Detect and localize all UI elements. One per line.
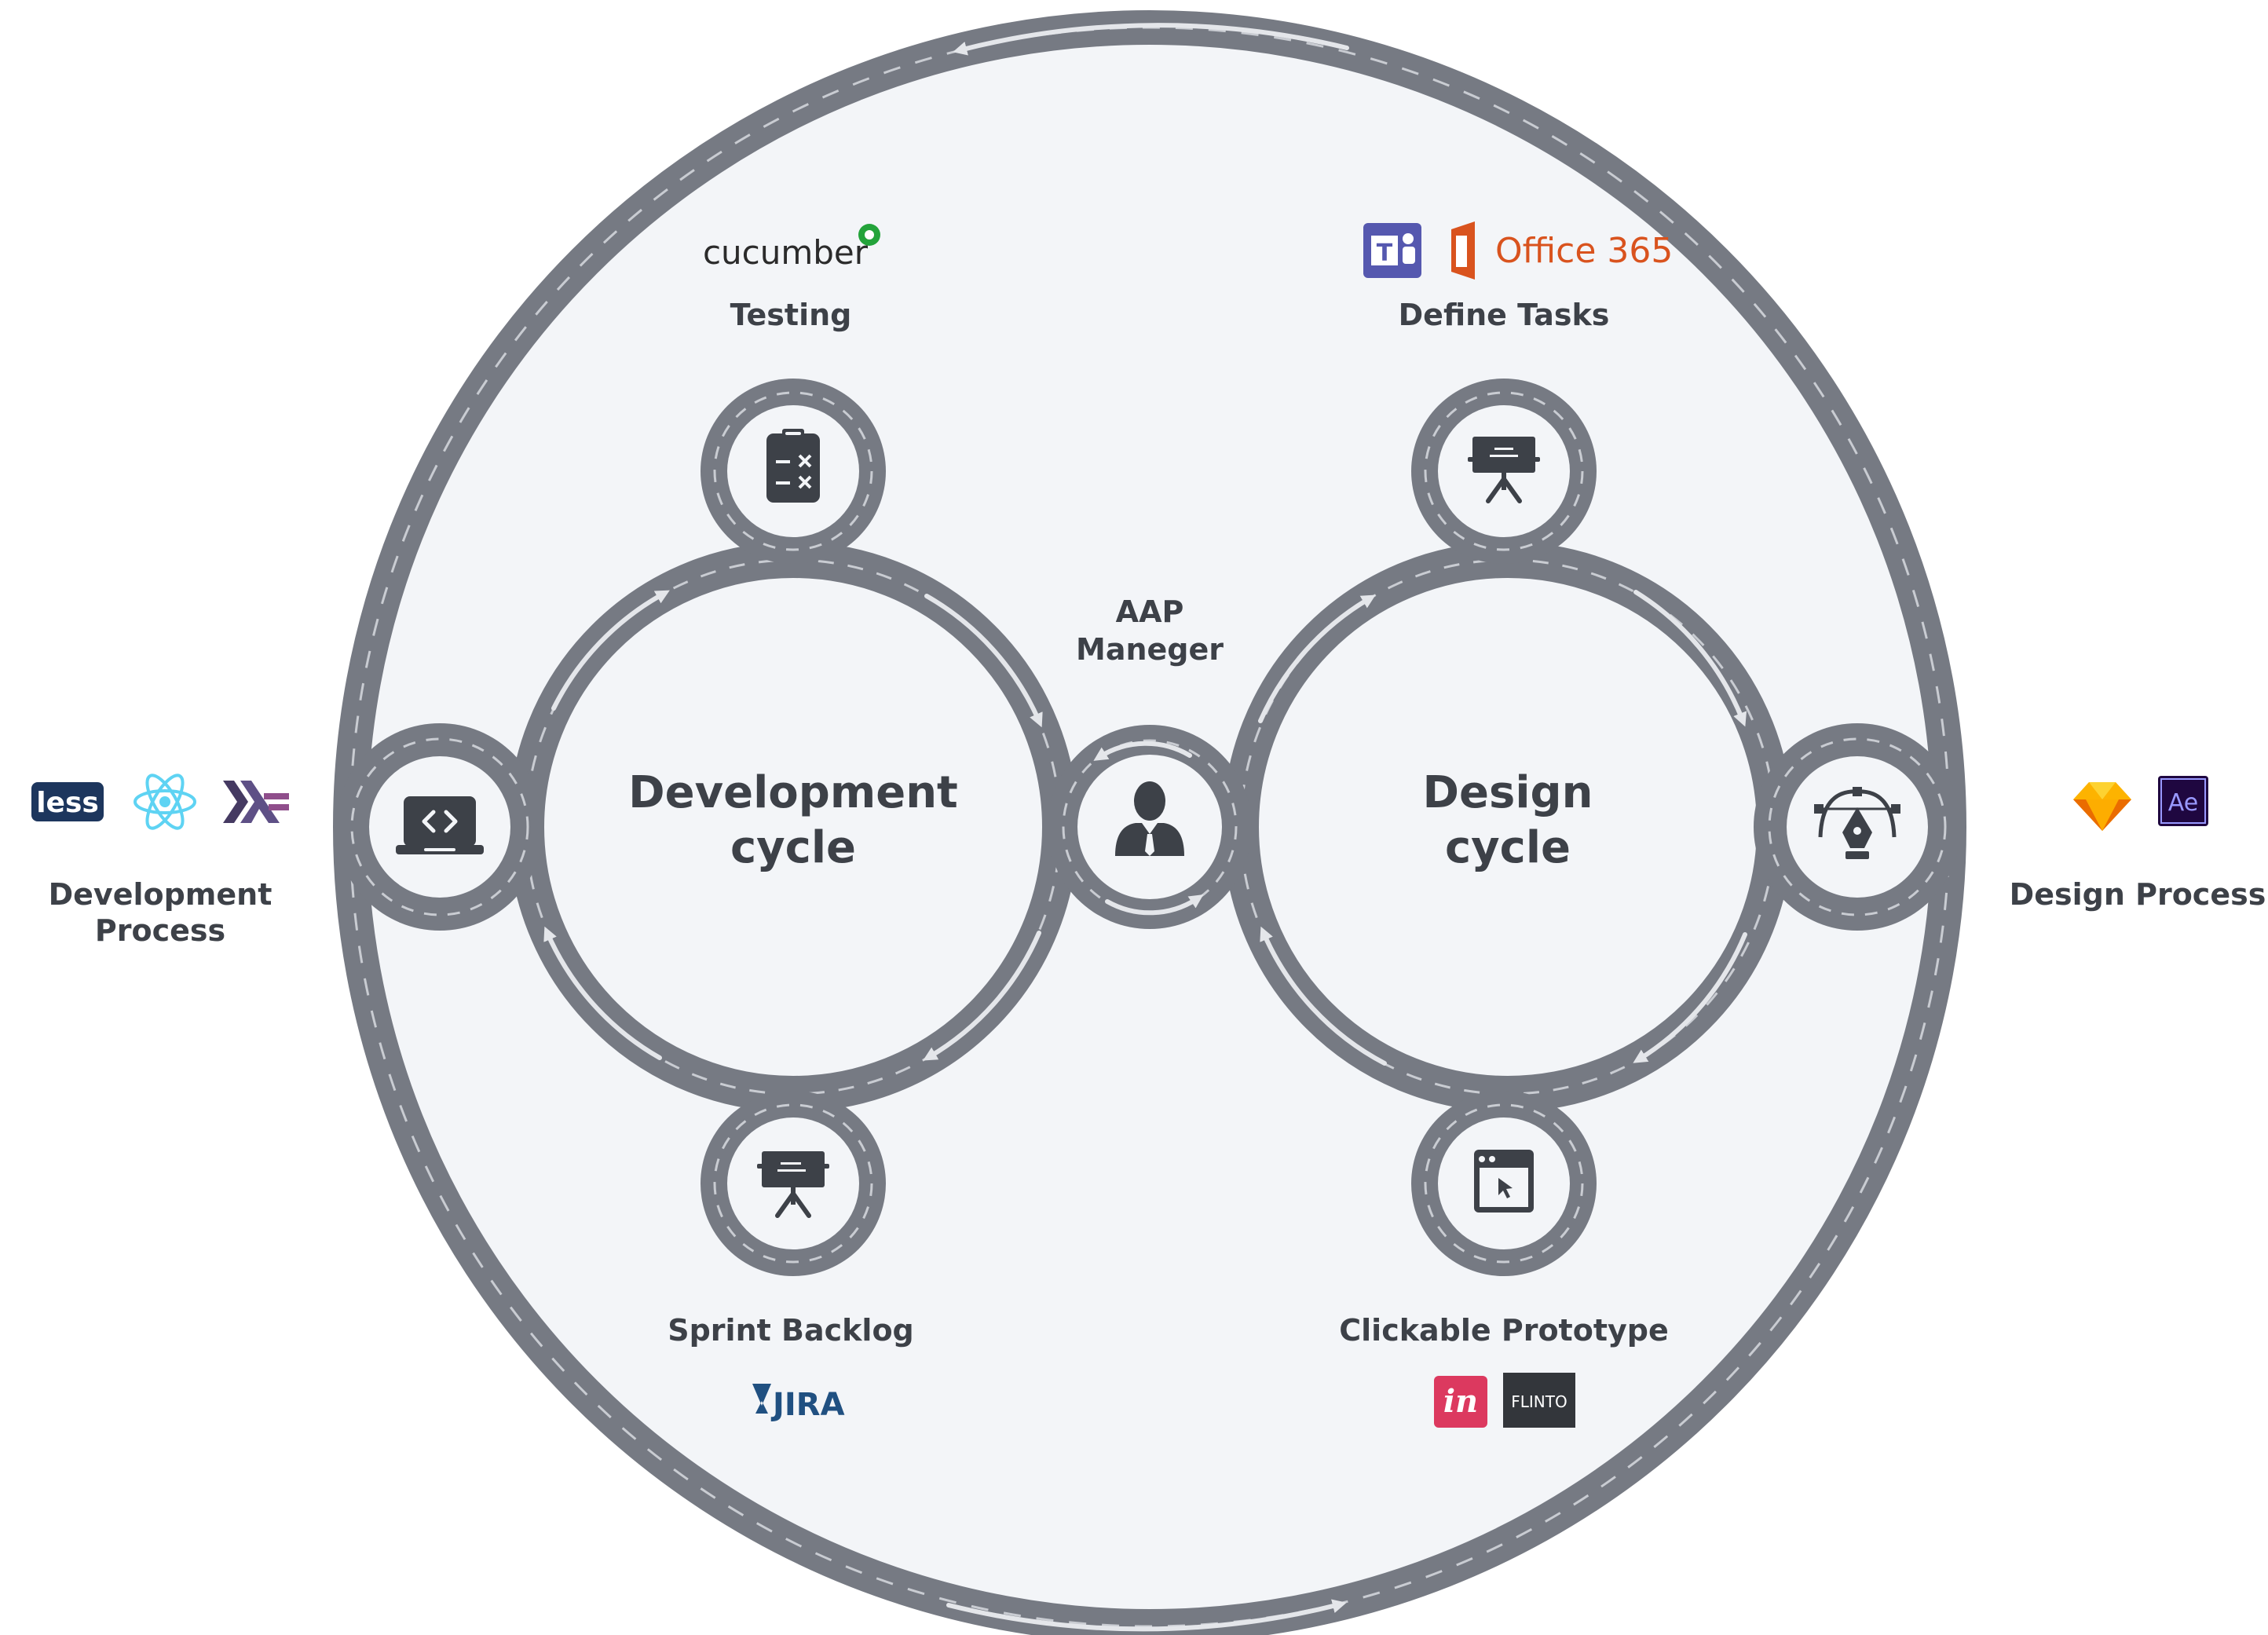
clickable-prototype-node bbox=[1411, 1091, 1597, 1276]
development-process-label-1: Development bbox=[49, 877, 273, 912]
sketch-icon bbox=[2073, 782, 2131, 831]
after-effects-logo: Ae bbox=[2158, 776, 2208, 826]
haskell-icon bbox=[223, 781, 289, 823]
clickable-prototype-label: Clickable Prototype bbox=[1339, 1313, 1668, 1348]
react-icon bbox=[134, 774, 196, 830]
design-node bbox=[1754, 723, 1961, 931]
development-node bbox=[336, 723, 543, 931]
svg-text:Ae: Ae bbox=[2168, 789, 2198, 817]
design-cycle-arrows bbox=[1258, 590, 1747, 1066]
design-cycle-title-1: Design bbox=[1423, 767, 1593, 818]
svg-text:in: in bbox=[1443, 1383, 1478, 1420]
browser-cursor-icon bbox=[1474, 1150, 1534, 1213]
manager-node bbox=[1048, 725, 1252, 929]
testing-node bbox=[701, 379, 886, 564]
svg-text:Office 365: Office 365 bbox=[1495, 231, 1673, 271]
cucumber-logo: cucumber bbox=[703, 224, 880, 272]
code-laptop-icon bbox=[396, 796, 484, 854]
svg-text:T: T bbox=[1377, 240, 1393, 267]
development-cycle-title-2: cycle bbox=[730, 822, 856, 873]
invision-logo: in bbox=[1434, 1376, 1487, 1428]
teams-icon: T bbox=[1363, 223, 1421, 278]
design-process-label: Design Process bbox=[2010, 877, 2266, 912]
manager-label-2: Maneger bbox=[1076, 632, 1224, 667]
development-cycle-arrows bbox=[543, 590, 1043, 1061]
sprint-backlog-node bbox=[701, 1091, 886, 1276]
sprint-backlog-label: Sprint Backlog bbox=[668, 1313, 914, 1348]
svg-text:less: less bbox=[36, 787, 99, 819]
development-process-label-2: Process bbox=[95, 913, 225, 948]
development-cycle-title-1: Development bbox=[628, 767, 958, 818]
less-logo: less bbox=[31, 782, 104, 821]
checklist-icon bbox=[766, 429, 820, 503]
define-tasks-node bbox=[1411, 379, 1597, 564]
svg-text:cucumber: cucumber bbox=[703, 233, 869, 272]
manager-label-1: AAP bbox=[1116, 594, 1184, 629]
office-365-logo: Office 365 bbox=[1451, 221, 1673, 280]
presentation-board-icon bbox=[757, 1151, 829, 1218]
manager-arrows bbox=[1093, 741, 1204, 916]
outer-ring-arrows bbox=[946, 23, 1349, 1632]
svg-text:FLINTO: FLINTO bbox=[1511, 1392, 1567, 1411]
define-tasks-label: Define Tasks bbox=[1399, 298, 1610, 332]
flinto-logo: FLINTO bbox=[1503, 1373, 1575, 1428]
testing-label: Testing bbox=[730, 298, 852, 332]
design-cycle-title-2: cycle bbox=[1445, 822, 1571, 873]
manager-person-icon bbox=[1115, 781, 1184, 856]
svg-text:JIRA: JIRA bbox=[770, 1387, 845, 1423]
pen-tool-icon bbox=[1814, 787, 1900, 859]
presentation-board-icon bbox=[1468, 437, 1540, 503]
jira-logo: JIRA bbox=[752, 1384, 845, 1423]
